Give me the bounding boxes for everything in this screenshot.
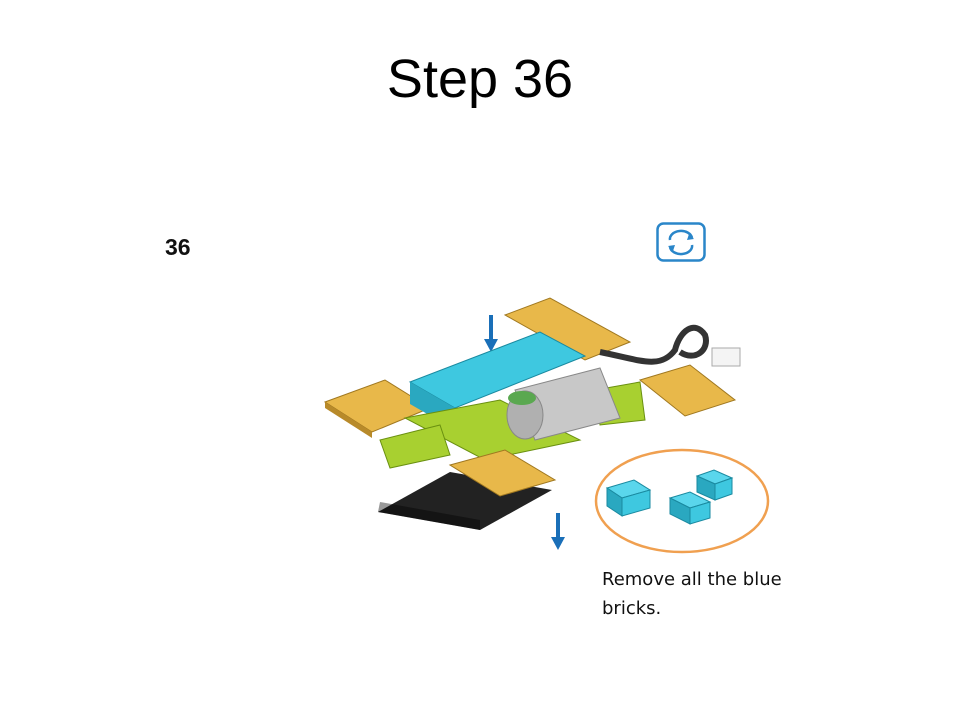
yellow-plate-front xyxy=(448,449,557,497)
blue-brick-1 xyxy=(605,479,652,517)
slide-title: Step 36 xyxy=(386,49,574,109)
motor xyxy=(506,367,621,441)
blue-brick-3 xyxy=(695,469,734,501)
blue-brick-2 xyxy=(668,491,712,525)
removed-bricks-callout xyxy=(594,448,770,554)
down-arrow-icon xyxy=(484,315,498,352)
lego-model-illustration xyxy=(323,297,741,530)
down-arrow-icon xyxy=(551,513,565,550)
instruction-caption: Remove all the blue bricks. xyxy=(602,569,782,619)
step-number: 36 xyxy=(165,234,191,260)
yellow-plate-right xyxy=(638,364,737,417)
cable xyxy=(599,324,741,367)
rotate-model-icon[interactable] xyxy=(656,222,706,262)
